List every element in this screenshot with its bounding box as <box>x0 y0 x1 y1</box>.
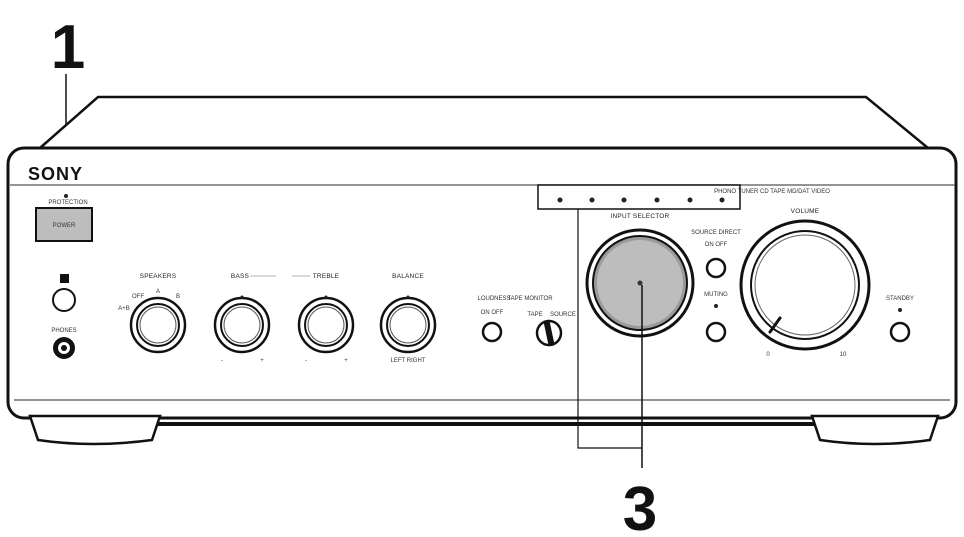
input-indicator-led <box>589 197 595 203</box>
phones-label: PHONES <box>51 328 76 334</box>
standby-button[interactable] <box>889 321 911 343</box>
power-label: POWER <box>53 223 76 229</box>
balance-left-right-label: LEFT RIGHT <box>391 358 426 364</box>
bass-max-label: + <box>260 358 264 364</box>
callout-3-leader <box>577 209 642 449</box>
treble-label: TREBLE <box>313 273 340 280</box>
protection-indicator <box>64 194 68 198</box>
volume-max-label: 10 <box>840 352 847 358</box>
source-direct-on-off-label: ON OFF <box>705 242 728 248</box>
top-cover <box>36 95 932 150</box>
speakers-off-label: OFF <box>132 294 144 300</box>
remote-sensor-icon <box>60 274 69 283</box>
speakers-ab-label: A+B <box>118 306 130 312</box>
tape-monitor-tape-label: TAPE <box>527 312 542 318</box>
tape-monitor-label: TAPE MONITOR <box>507 296 553 302</box>
phones-jack-hole <box>61 345 67 351</box>
bass-label: BASS <box>231 273 250 280</box>
speakers-label: SPEAKERS <box>140 273 177 280</box>
callout-3: 3 <box>623 475 657 537</box>
treble-max-label: + <box>344 358 348 364</box>
balance-knob[interactable] <box>379 295 437 354</box>
muting-button[interactable] <box>705 321 727 343</box>
tape-monitor-switch[interactable] <box>535 319 563 347</box>
callout-1: 1 <box>51 13 85 82</box>
power-button[interactable] <box>35 207 93 242</box>
source-direct-button[interactable] <box>705 257 727 279</box>
right-foot <box>810 414 940 446</box>
treble-min-label: - <box>305 358 307 364</box>
left-foot <box>28 414 162 446</box>
headphone-socket[interactable] <box>52 288 76 312</box>
volume-label: VOLUME <box>791 208 820 215</box>
volume-min-label: 0 <box>766 352 770 358</box>
standby-label: STANDBY <box>886 296 914 302</box>
input-indicator-led <box>687 197 693 203</box>
input-selector-knob[interactable] <box>585 228 695 338</box>
loudness-button[interactable] <box>481 321 503 343</box>
bass-knob[interactable] <box>213 295 271 354</box>
source-direct-label: SOURCE DIRECT <box>691 230 741 236</box>
loudness-label: LOUDNESS <box>477 296 510 302</box>
tape-monitor-source-label: SOURCE <box>550 312 576 318</box>
speakers-knob[interactable] <box>129 296 187 354</box>
bass-min-label: - <box>221 358 223 364</box>
volume-knob[interactable] <box>739 219 871 351</box>
input-indicator-labels: PHONO TUNER CD TAPE MD/DAT VIDEO <box>714 189 830 195</box>
speakers-b-label: B <box>176 294 180 300</box>
input-indicator-led <box>621 197 627 203</box>
balance-label: BALANCE <box>392 273 424 280</box>
muting-indicator <box>714 304 718 308</box>
muting-label: MUTING <box>704 292 728 298</box>
protection-label: PROTECTION <box>48 200 87 206</box>
input-indicator-led <box>557 197 563 203</box>
brand-logo: SONY <box>28 164 83 184</box>
input-selector-label: INPUT SELECTOR <box>611 213 670 220</box>
loudness-on-off-label: ON OFF <box>481 310 504 316</box>
input-indicator-led <box>719 197 725 203</box>
input-indicator-panel <box>537 184 741 210</box>
input-indicator-led <box>654 197 660 203</box>
speakers-a-label: A <box>156 289 160 295</box>
treble-knob[interactable] <box>297 295 355 354</box>
standby-indicator <box>898 308 902 312</box>
